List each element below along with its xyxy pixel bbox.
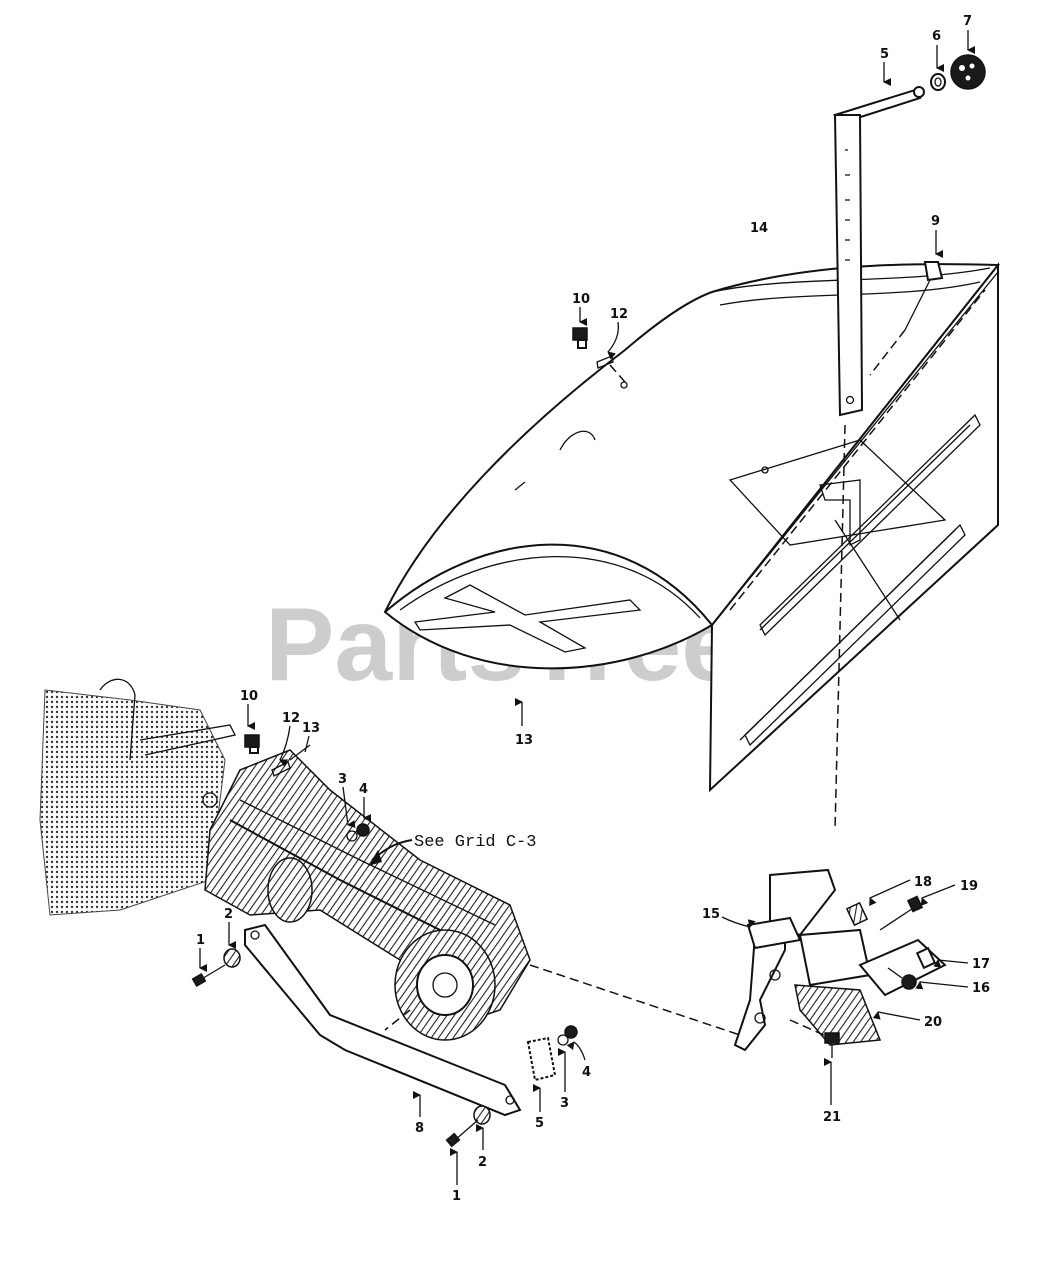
callout-5-bottom: 5 — [535, 1116, 544, 1131]
callout-4-left: 4 — [359, 782, 368, 797]
callout-13-shield: 13 — [515, 733, 533, 748]
callout-3-left: 3 — [338, 772, 347, 787]
callout-12-top: 12 — [610, 307, 628, 322]
callout-19: 19 — [960, 879, 978, 894]
callout-3-bottom: 3 — [560, 1096, 569, 1111]
callout-18: 18 — [914, 875, 932, 890]
callout-14: 14 — [750, 221, 768, 236]
tine-gear-housing — [39, 678, 741, 1041]
callout-4-bottom: 4 — [582, 1065, 591, 1080]
tine-shield — [383, 262, 1001, 793]
callout-leaders — [199, 30, 975, 1185]
see-grid-note: See Grid C-3 — [414, 833, 536, 852]
shield-bolt-top — [572, 327, 626, 383]
callout-20: 20 — [924, 1015, 942, 1030]
callout-12-left: 12 — [282, 711, 300, 726]
callout-2-bottom: 2 — [478, 1155, 487, 1170]
callout-1-left: 1 — [196, 933, 205, 948]
callout-13-left: 13 — [302, 721, 320, 736]
callout-2-left: 2 — [224, 907, 233, 922]
depth-bar — [191, 923, 578, 1148]
callout-8: 8 — [415, 1121, 424, 1136]
callout-numbers: 5 6 7 9 14 10 12 13 10 12 13 3 4 1 2 8 1… — [196, 14, 990, 1204]
callout-6-top: 6 — [932, 29, 941, 44]
callout-17: 17 — [972, 957, 990, 972]
callout-5-top: 5 — [880, 47, 889, 62]
callout-10-top: 10 — [572, 292, 590, 307]
callout-15: 15 — [702, 907, 720, 922]
callout-10-left: 10 — [240, 689, 258, 704]
callout-7-top: 7 — [963, 14, 972, 29]
callout-21: 21 — [823, 1110, 841, 1125]
lever-bracket-assembly — [733, 868, 947, 1058]
depth-adjust-lever — [832, 54, 986, 831]
callout-1-bottom: 1 — [452, 1189, 461, 1204]
callout-16: 16 — [972, 981, 990, 996]
callout-9: 9 — [931, 214, 940, 229]
bolt-9 — [869, 261, 944, 376]
